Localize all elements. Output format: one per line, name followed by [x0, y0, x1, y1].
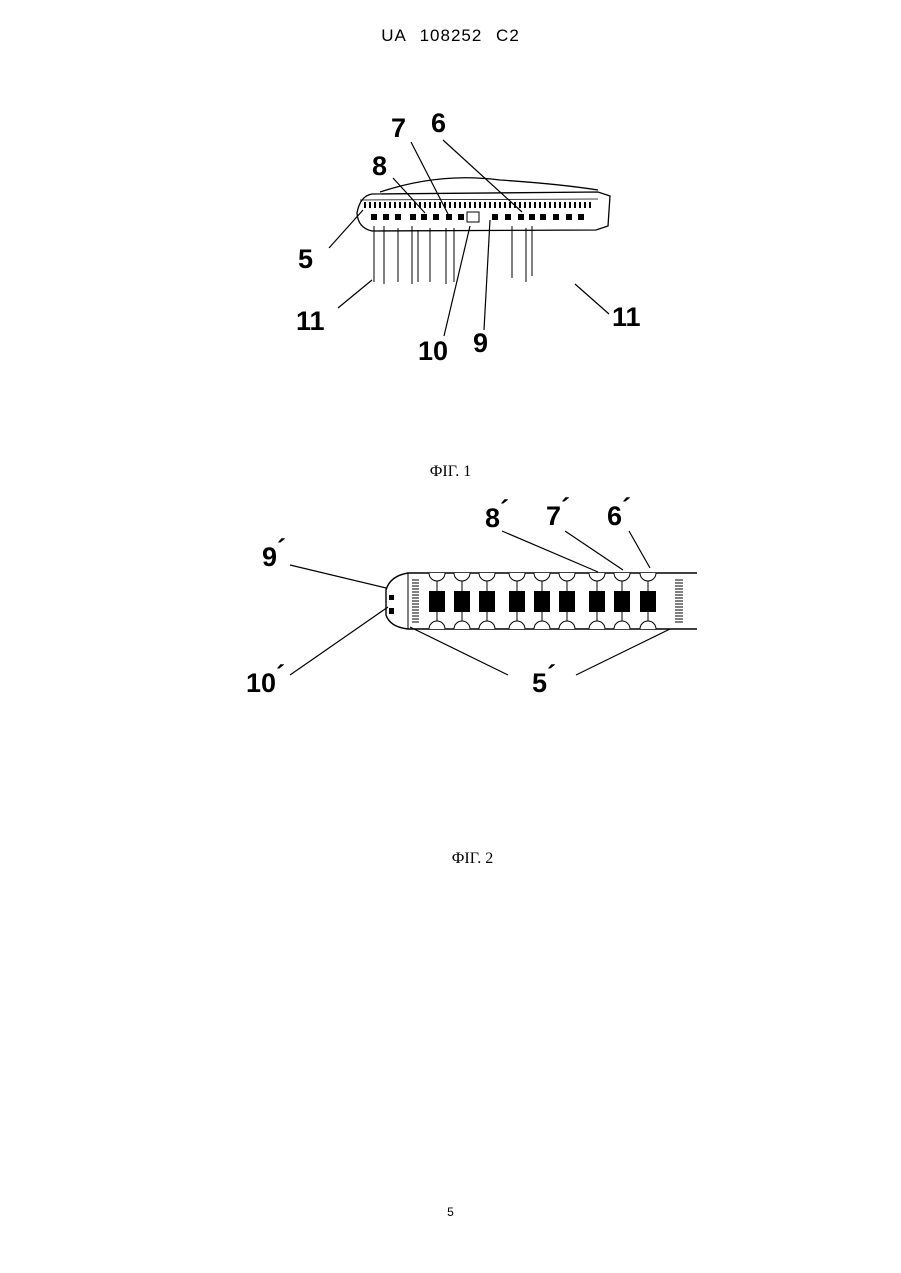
- black-block: [559, 591, 575, 612]
- bottom-bump: [509, 621, 525, 629]
- bottom-bump: [534, 621, 550, 629]
- bottom-bump: [479, 621, 495, 629]
- fig2-label-9: 9´: [262, 534, 286, 572]
- black-block: [454, 591, 470, 612]
- fig2-label-6: 6´: [607, 493, 631, 531]
- top-bump: [614, 573, 630, 581]
- bottom-bump: [454, 621, 470, 629]
- bottom-bump: [429, 621, 445, 629]
- fig2-label-5: 5´: [532, 660, 556, 698]
- bottom-bump: [640, 621, 656, 629]
- black-block: [429, 591, 445, 612]
- black-block: [509, 591, 525, 612]
- top-bump: [640, 573, 656, 581]
- top-bump: [589, 573, 605, 581]
- black-block: [534, 591, 550, 612]
- black-block: [479, 591, 495, 612]
- top-bump: [454, 573, 470, 581]
- bottom-bump: [589, 621, 605, 629]
- black-block: [640, 591, 656, 612]
- bottom-bump: [614, 621, 630, 629]
- top-bump: [509, 573, 525, 581]
- black-block: [589, 591, 605, 612]
- top-bump: [534, 573, 550, 581]
- top-bump: [429, 573, 445, 581]
- left-element-bottom: [389, 608, 394, 614]
- fig2-label-8: 8´: [485, 495, 509, 533]
- fig2-label-10: 10´: [246, 660, 285, 698]
- bottom-bump: [559, 621, 575, 629]
- left-element-top: [389, 595, 394, 600]
- fig2-label-7: 7´: [546, 493, 570, 531]
- black-block-row: [429, 581, 656, 621]
- top-bump: [559, 573, 575, 581]
- top-bump: [479, 573, 495, 581]
- page-number: 5: [0, 1205, 901, 1219]
- figure-2-caption: ФІГ. 2: [22, 850, 901, 868]
- black-block: [614, 591, 630, 612]
